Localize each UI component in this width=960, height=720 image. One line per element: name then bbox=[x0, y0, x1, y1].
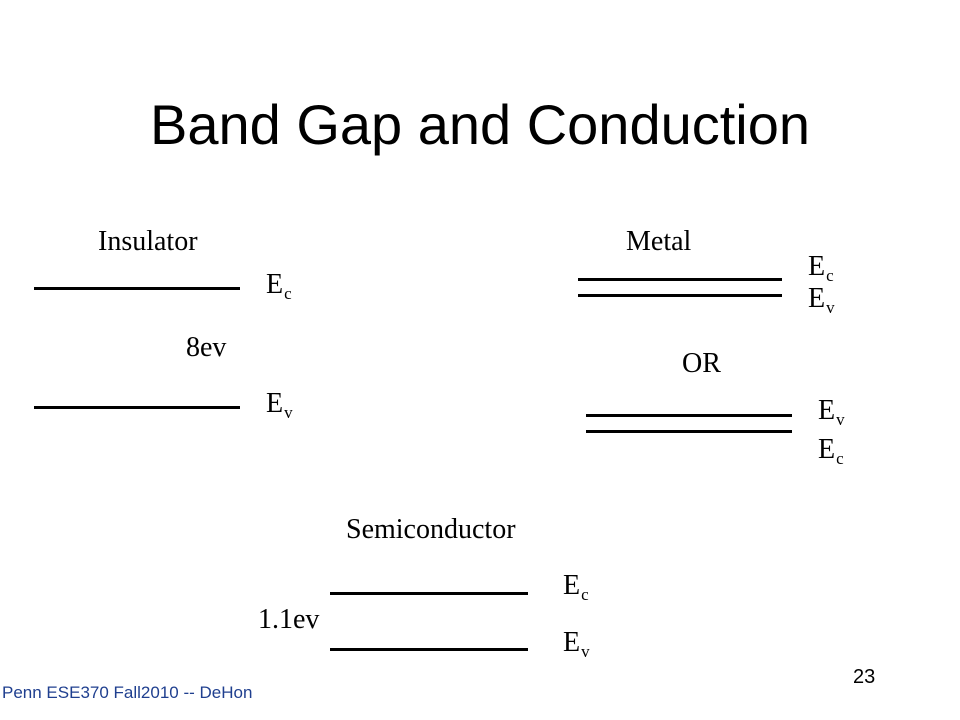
metal-bottom-conduction-line bbox=[586, 430, 792, 433]
semiconductor-gap-label: 1.1ev bbox=[258, 604, 320, 635]
metal-top-conduction-line bbox=[578, 278, 782, 281]
metal-bottom-valence-line bbox=[586, 414, 792, 417]
semiconductor-label: Semiconductor bbox=[346, 514, 516, 545]
insulator-ec-label: Ec bbox=[266, 269, 292, 303]
slide-title: Band Gap and Conduction bbox=[149, 93, 811, 156]
insulator-conduction-band-line bbox=[34, 287, 240, 290]
semiconductor-ec-label: Ec bbox=[563, 570, 589, 604]
semiconductor-conduction-band-line bbox=[330, 592, 528, 595]
metal-bottom-ec-label: Ec bbox=[818, 434, 844, 468]
semiconductor-valence-band-line bbox=[330, 648, 528, 651]
metal-bottom-ev-label: Ev bbox=[818, 395, 845, 429]
metal-top-ec-label: Ec bbox=[808, 251, 834, 285]
metal-or-label: OR bbox=[682, 348, 721, 379]
insulator-gap-label: 8ev bbox=[186, 332, 227, 363]
metal-top-valence-line bbox=[578, 294, 782, 297]
slide-footer: Penn ESE370 Fall2010 -- DeHon bbox=[2, 683, 253, 702]
metal-label: Metal bbox=[626, 226, 692, 257]
insulator-valence-band-line bbox=[34, 406, 240, 409]
page-number: 23 bbox=[853, 666, 876, 688]
insulator-label: Insulator bbox=[98, 226, 198, 257]
semiconductor-ev-label: Ev bbox=[563, 627, 590, 661]
metal-top-ev-label: Ev bbox=[808, 283, 835, 317]
insulator-ev-label: Ev bbox=[266, 388, 293, 422]
